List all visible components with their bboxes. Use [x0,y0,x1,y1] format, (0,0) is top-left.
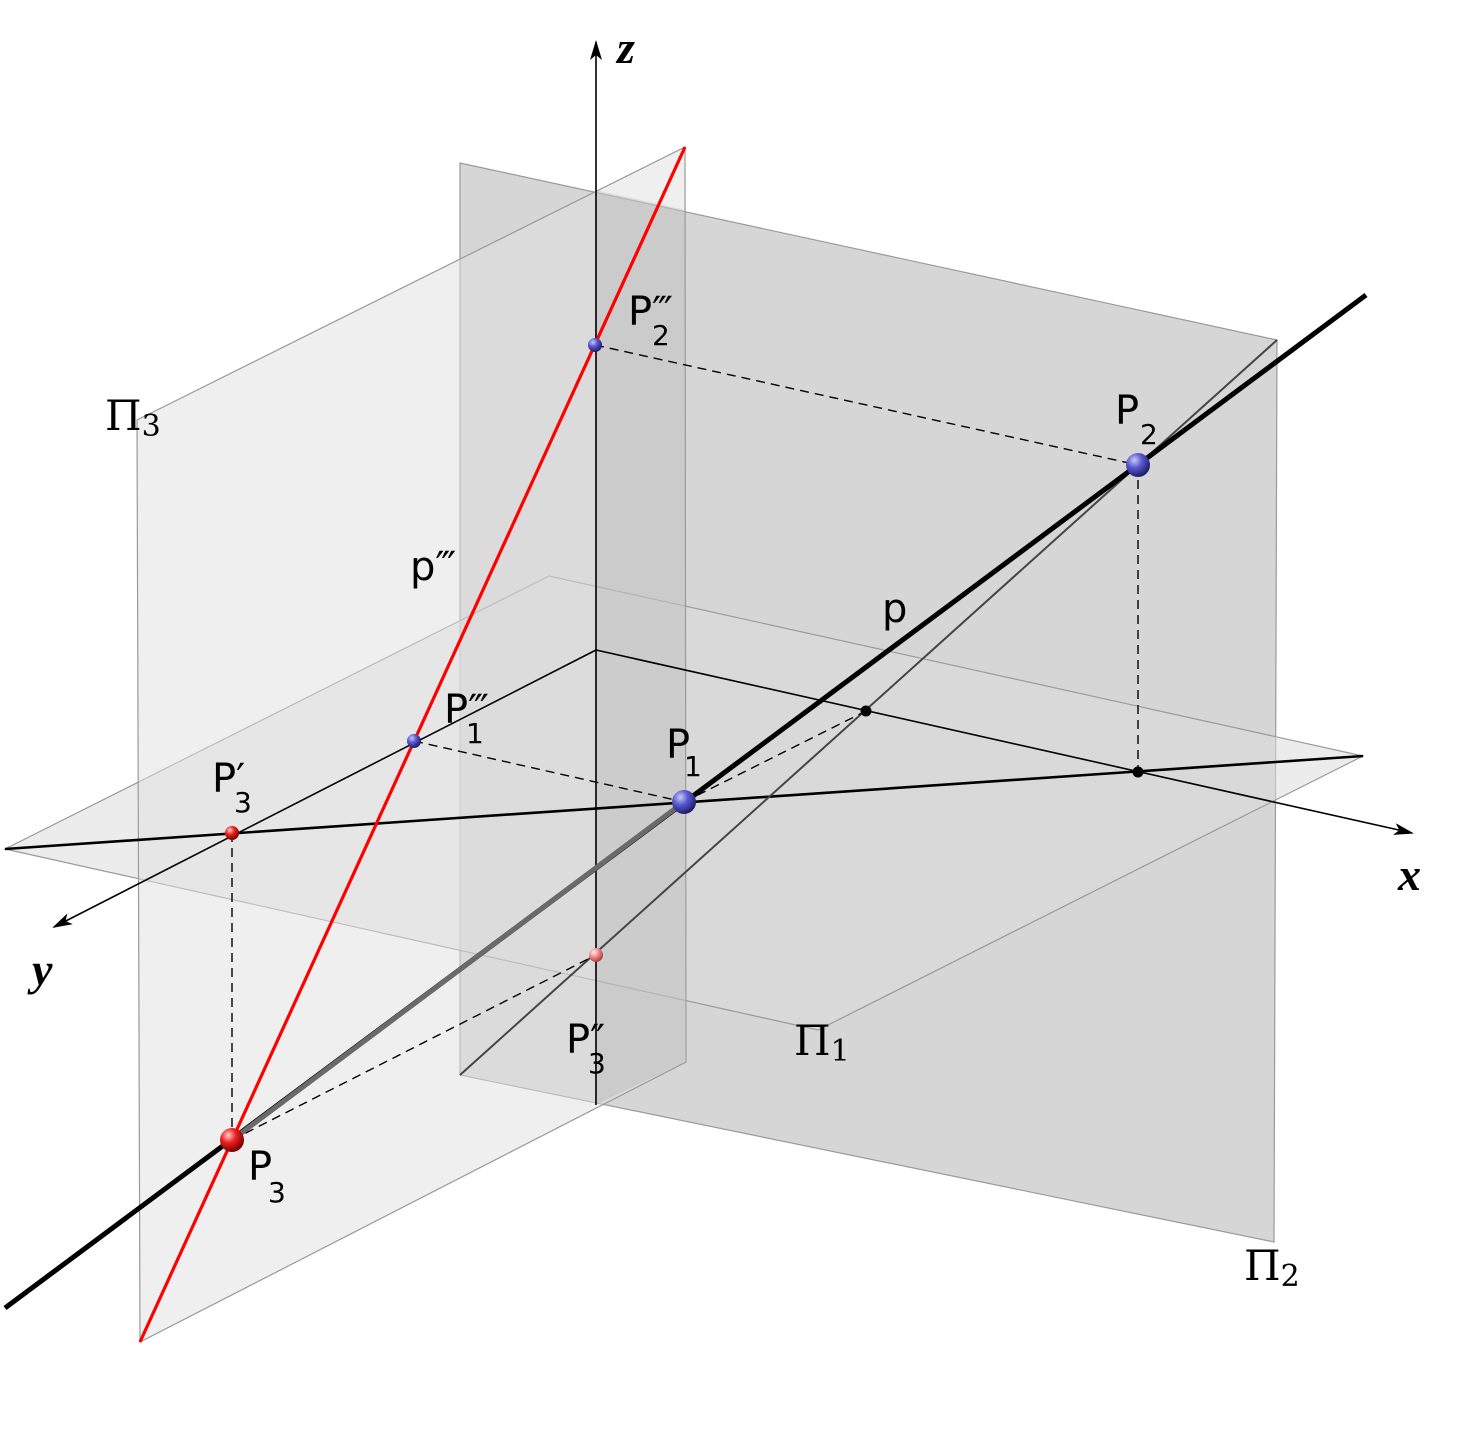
point-p3-prime [225,826,239,840]
label-p1-triple-sub: 1 [466,717,484,750]
label-p3-double-sub: 3 [588,1047,606,1080]
axis-label-z: z [615,22,635,73]
dash-p1-triple-to-p1 [413,740,685,803]
line-p-behind-segment [230,799,686,1143]
label-line-p-triple: p‴ [410,544,456,590]
label-pi3: Π3 [105,391,161,444]
label-p3-prime-sub: 3 [234,786,252,819]
point-p2 [1126,453,1150,477]
axis-label-x: x [1397,849,1421,900]
label-p1: P [666,722,690,768]
plane-pi2-shadow [595,190,685,1105]
point-p1-triple [407,734,421,748]
label-p3: P [248,1144,272,1190]
label-pi1: Π1 [794,1016,850,1069]
label-p3-double: P″ [566,1017,605,1063]
dot-x-p2 [1132,766,1144,778]
x-axis [595,649,1414,835]
point-p1 [672,790,696,814]
label-pi2: Π2 [1244,1241,1300,1294]
label-p2-sub: 2 [1140,418,1158,451]
label-p2: P [1115,388,1139,434]
label-p3-prime: P′ [212,756,245,802]
label-p2-triple: P‴ [628,289,673,335]
label-p2-triple-sub: 2 [652,319,670,352]
dash-p3-to-p3-double [231,954,597,1141]
point-p3 [220,1128,244,1152]
point-p3-double [589,948,603,962]
point-p2-triple [588,338,602,352]
label-p1-sub: 1 [684,750,702,783]
label-p3-sub: 3 [268,1176,286,1209]
y-axis [52,649,597,928]
axis-label-y: y [27,944,53,995]
dash-p1-to-xpoint [683,710,867,803]
dot-x-p1 [860,705,872,717]
label-line-p: p [882,586,907,632]
label-p1-triple: P‴ [444,687,489,733]
dash-p2-triple-to-p2 [594,344,1139,466]
